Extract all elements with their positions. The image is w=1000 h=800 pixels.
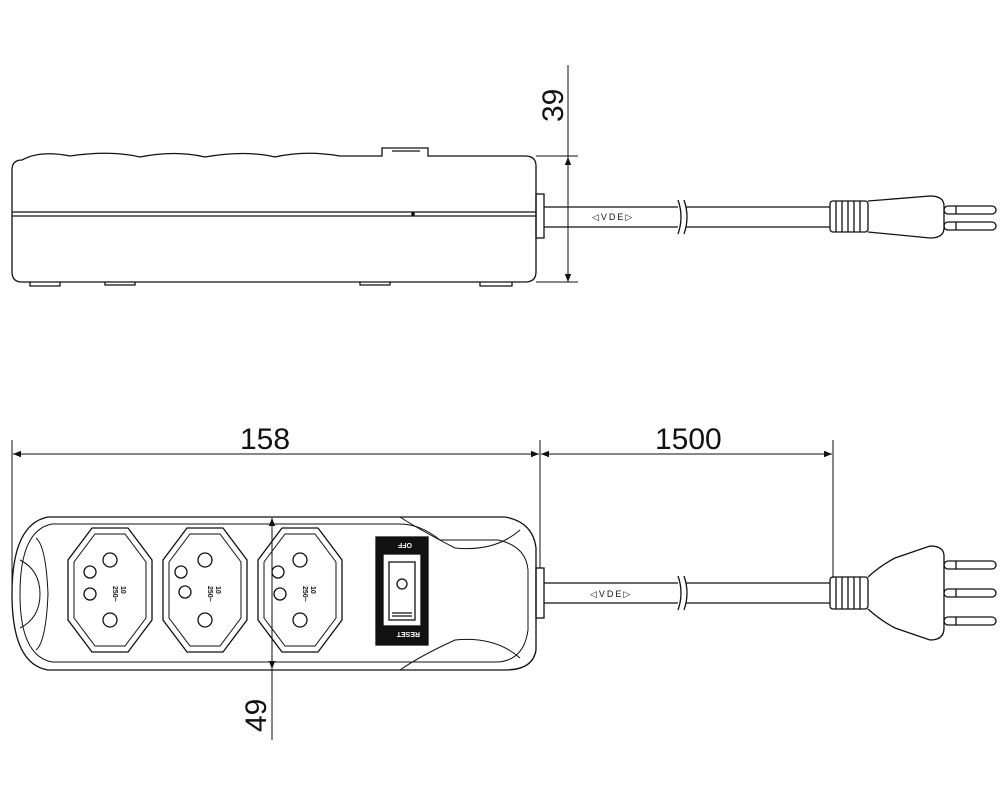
switch [375,536,429,646]
top-cable-marking: ◁VDE▷ [590,589,632,599]
side-body [11,147,537,283]
dim-cable-length-label: 1500 [655,423,722,456]
socket-2-rating-current: 10 [214,586,221,594]
socket-3-rating-current: 10 [309,586,316,594]
earth-symbol-icon [271,565,285,579]
socket-3 [257,527,343,653]
socket-3-rating-voltage: 250~ [301,586,308,602]
side-strain-relief [535,193,545,239]
top-view [11,516,997,671]
top-strain-relief [535,567,545,619]
top-body [11,516,537,671]
side-plug [829,195,997,239]
side-view [11,65,997,287]
socket-1-rating-current: 10 [119,586,126,594]
socket-1-rating-voltage: 250~ [111,586,118,602]
socket-2-rating-voltage: 250~ [206,586,213,602]
dim-length-label: 158 [240,423,290,456]
switch-reset-label: RESET [396,630,420,637]
top-plug [829,545,997,641]
dim-width-label: 49 [240,699,273,732]
switch-off-label: OFF [397,541,412,548]
socket-1 [67,527,153,653]
socket-2 [162,527,248,653]
earth-symbol-icon [83,565,97,579]
side-cable-marking: ◁VDE▷ [592,212,634,222]
dim-height-label: 39 [537,89,570,122]
earth-symbol-icon [174,565,188,579]
